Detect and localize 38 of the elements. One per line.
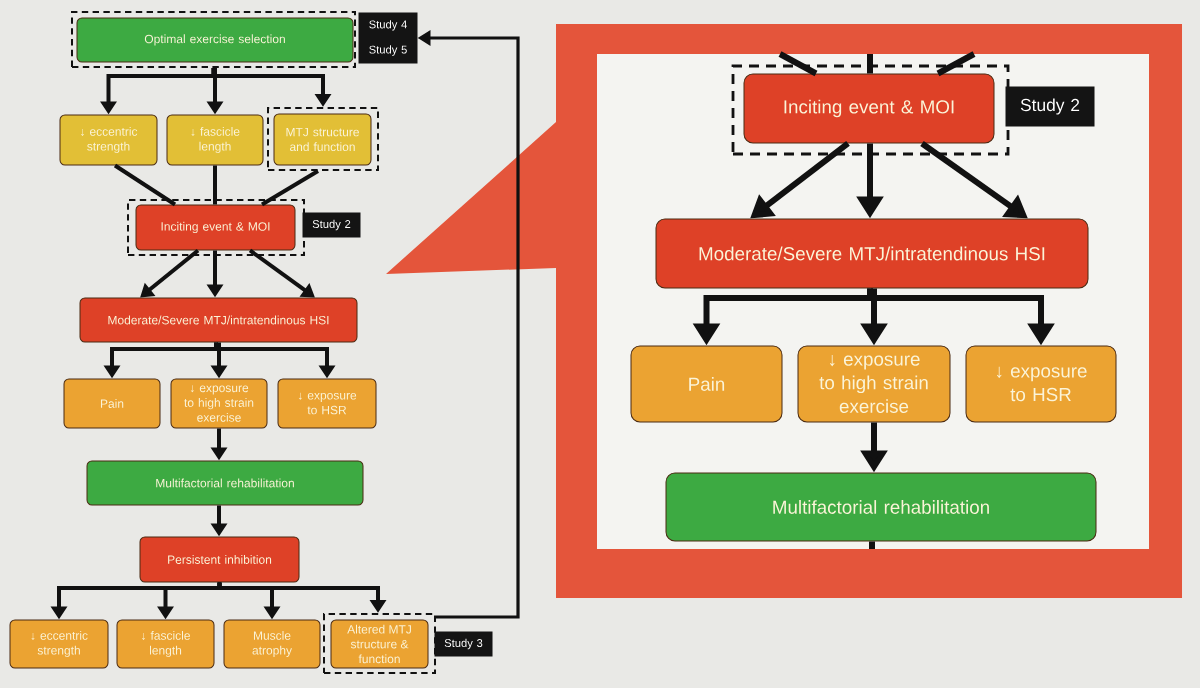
process-box: ↓ exposure to HSR <box>277 378 377 429</box>
connector-line <box>869 541 875 549</box>
connector-line <box>213 165 217 205</box>
study-tag: Study 3 <box>434 631 493 657</box>
dashed-group-box <box>267 107 379 171</box>
process-box: Pain <box>630 345 783 423</box>
dashed-group-box <box>127 199 305 256</box>
process-box: ↓ exposure to HSR <box>965 345 1117 423</box>
process-box: ↓ exposure to high strain exercise <box>797 345 951 423</box>
process-box: Inciting event & MOI <box>743 73 995 144</box>
process-box: Moderate/Severe MTJ/intratendinous HSI <box>79 297 358 343</box>
process-box: Moderate/Severe MTJ/intratendinous HSI <box>655 218 1089 289</box>
study-tag: Study 2 <box>302 212 361 238</box>
process-box: Multifactorial rehabilitation <box>86 460 364 506</box>
process-box: Pain <box>63 378 161 429</box>
process-box: ↓ fascicle length <box>116 619 215 669</box>
arrow <box>248 248 315 298</box>
dashed-group-box <box>323 613 436 674</box>
process-box: ↓ exposure to high strain exercise <box>170 378 268 429</box>
process-box: Multifactorial rehabilitation <box>665 472 1097 542</box>
process-box: MTJ structure and function <box>273 113 372 166</box>
process-box: Inciting event & MOI <box>135 204 296 251</box>
connector-line <box>113 163 177 207</box>
study-tag: Study 2 <box>1005 86 1095 127</box>
dashed-group-box <box>731 64 1010 156</box>
process-box: Muscle atrophy <box>223 619 321 669</box>
process-box: ↓ fascicle length <box>166 114 264 166</box>
dashed-group-box <box>71 11 356 68</box>
process-box: ↓ eccentric strength <box>59 114 158 166</box>
connector-line <box>936 51 976 77</box>
process-box: Altered MTJ structure & function <box>330 619 429 669</box>
process-box: Optimal exercise selection <box>76 17 354 63</box>
connector-line <box>260 169 320 207</box>
study-tag: Study 4 Study 5 <box>358 12 418 64</box>
connector-line <box>778 51 818 77</box>
arrow <box>140 248 200 298</box>
process-box: ↓ eccentric strength <box>9 619 109 669</box>
process-box: Persistent inhibition <box>139 536 300 583</box>
